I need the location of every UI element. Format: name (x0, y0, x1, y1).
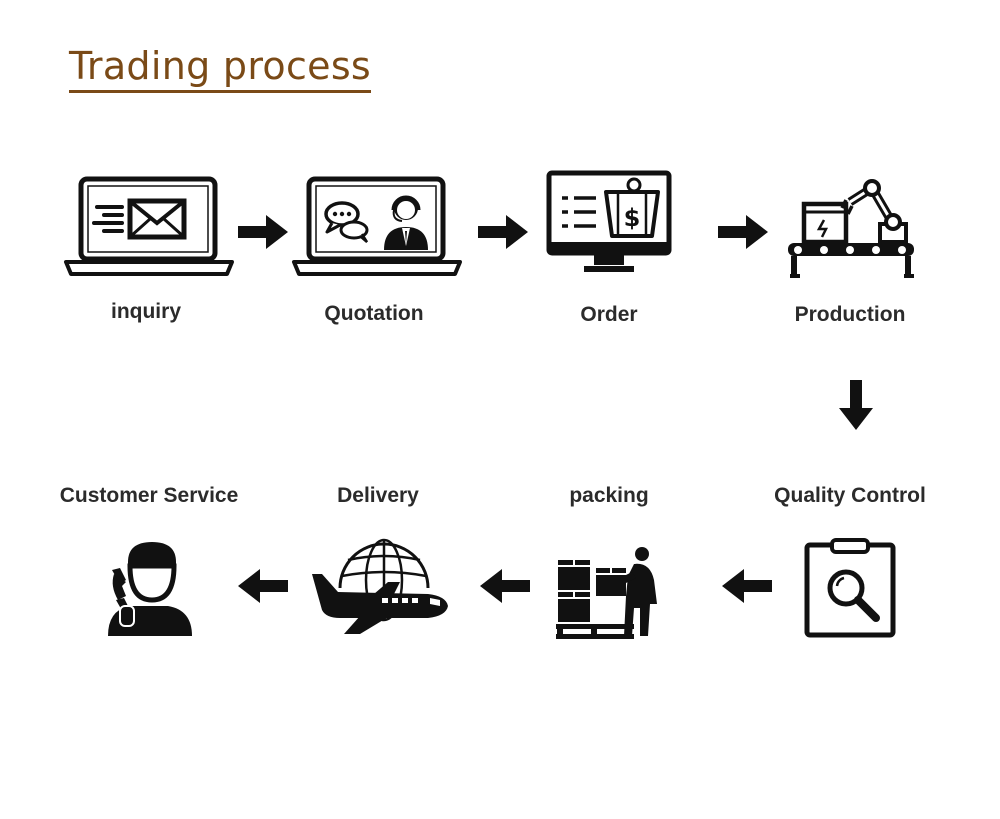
step-label-order: Order (580, 303, 638, 326)
laptop-envelope-icon (64, 176, 234, 276)
svg-text:$: $ (624, 204, 641, 232)
page-title: Trading process (69, 42, 372, 93)
step-label-production: Production (794, 303, 906, 326)
arrow-down-icon (839, 380, 873, 430)
step-label-delivery: Delivery (337, 484, 419, 507)
arrow-left-icon (238, 569, 288, 603)
clipboard-magnifier-icon (804, 538, 896, 638)
arrow-right-icon (238, 215, 288, 249)
phone-agent-icon (108, 542, 192, 636)
arrow-right-icon (718, 215, 768, 249)
arrow-left-icon (480, 569, 530, 603)
worker-boxes-icon (556, 547, 657, 639)
airplane-globe-icon (312, 538, 448, 634)
monitor-shopping-basket-icon: $ (546, 170, 672, 272)
step-label-packing: packing (569, 484, 649, 507)
arrow-left-icon (722, 569, 772, 603)
step-label-quality-control: Quality Control (774, 484, 926, 507)
robot-arm-conveyor-icon (788, 179, 914, 278)
step-label-customer-service: Customer Service (59, 484, 239, 507)
step-label-quotation: Quotation (324, 302, 424, 325)
laptop-support-agent-icon (292, 176, 462, 276)
arrow-right-icon (478, 215, 528, 249)
step-label-inquiry: inquiry (110, 300, 182, 323)
